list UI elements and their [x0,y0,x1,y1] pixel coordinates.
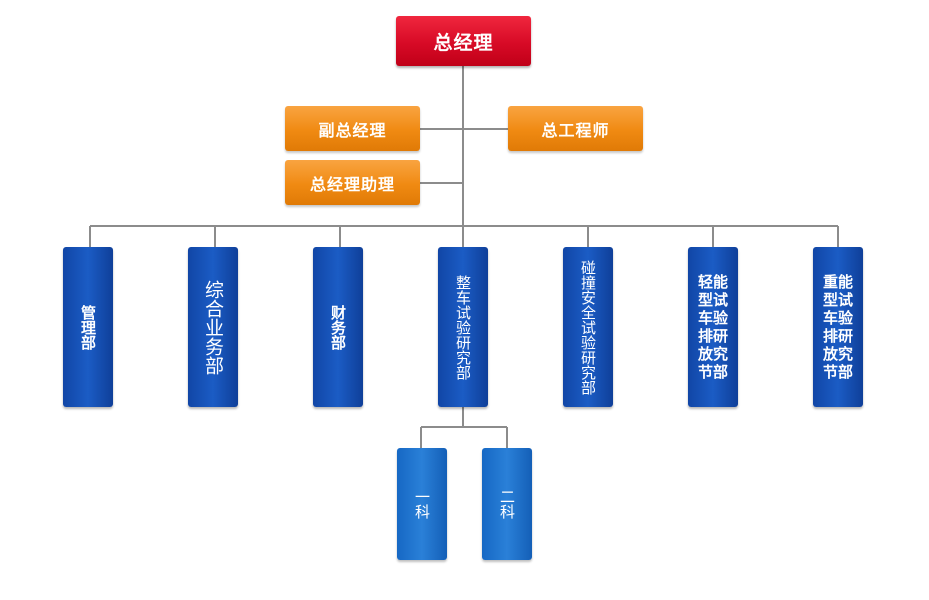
node-label: 总经理助理 [309,174,395,194]
node-gm-assistant: 总经理助理 [285,160,420,205]
node-label: 一科 [413,489,431,519]
node-label: 综合业务部 [202,279,224,375]
node-label: 副总经理 [318,120,387,140]
node-label: 整车试验研究部 [454,274,472,380]
node-general-manager: 总经理 [396,16,531,66]
node-label: 财务部 [329,304,347,350]
node-label: 总经理 [433,31,494,54]
node-label: 轻能型试车验排研放究节部 [697,273,728,381]
node-section-two: 二科 [482,448,532,560]
node-section-one: 一科 [397,448,447,560]
node-label: 管理部 [79,304,97,350]
node-label: 碰撞安全试验研究部 [579,259,597,395]
node-dept-crash-safety: 碰撞安全试验研究部 [563,247,613,407]
node-dept-management: 管理部 [63,247,113,407]
node-dept-finance: 财务部 [313,247,363,407]
node-label: 总工程师 [541,120,610,140]
node-vice-general-manager: 副总经理 [285,106,420,151]
node-chief-engineer: 总工程师 [508,106,643,151]
node-label: 二科 [498,489,516,519]
node-dept-general-business: 综合业务部 [188,247,238,407]
node-dept-heavy-vehicle-energy: 重能型试车验排研放究节部 [813,247,863,407]
node-dept-vehicle-testing: 整车试验研究部 [438,247,488,407]
node-dept-light-vehicle-energy: 轻能型试车验排研放究节部 [688,247,738,407]
node-label: 重能型试车验排研放究节部 [822,273,853,381]
